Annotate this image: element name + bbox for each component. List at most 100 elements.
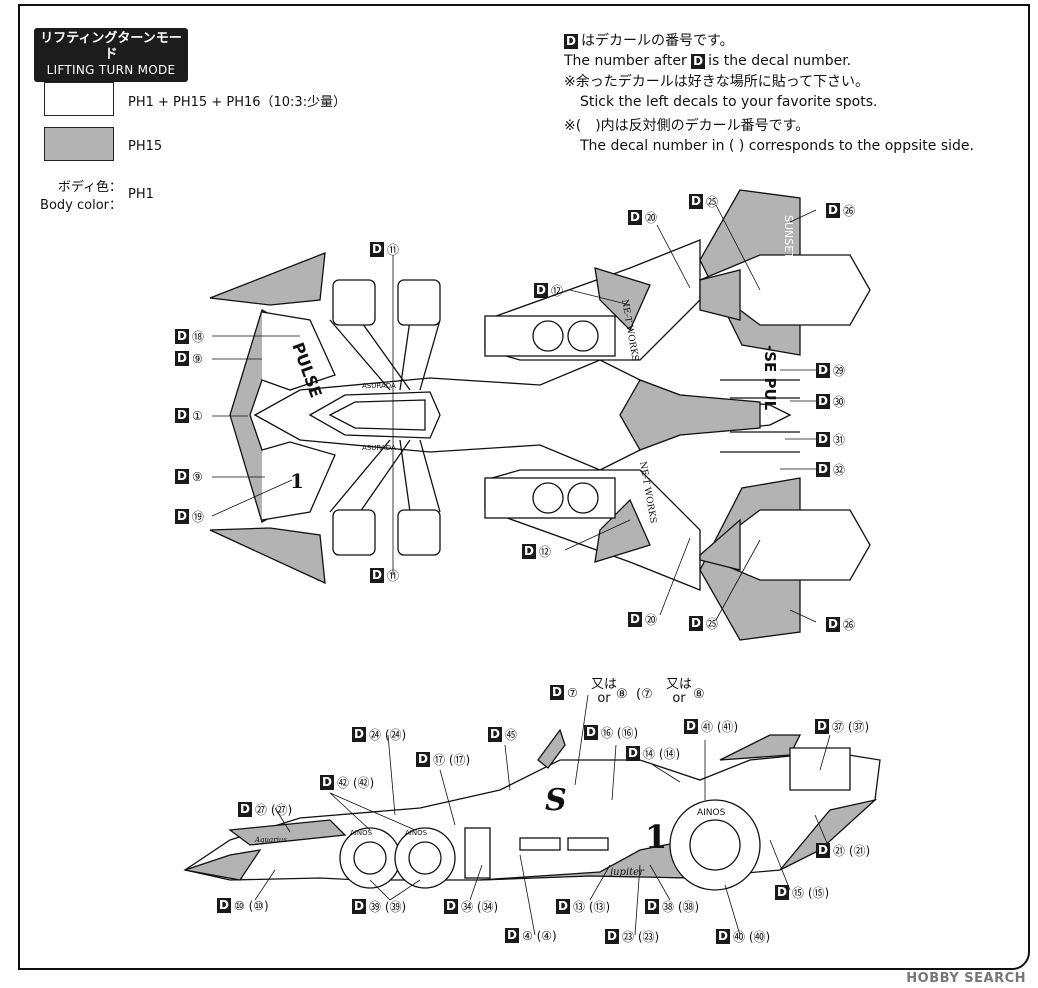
decal-d-icon: D bbox=[689, 194, 703, 209]
osco-text: OSCO bbox=[268, 859, 291, 868]
decal-d-icon: D bbox=[444, 899, 458, 914]
note-en-1a: The number after bbox=[564, 53, 687, 69]
mode-title-en: LIFTING TURN MODE bbox=[46, 63, 176, 77]
engine-upper-gray bbox=[699, 269, 741, 321]
note-en-1b: is the decal number. bbox=[708, 53, 852, 69]
sidepod-upper-gray bbox=[594, 267, 651, 332]
car-number-top: 1 bbox=[290, 469, 304, 493]
wheel-rl-b bbox=[397, 509, 441, 556]
body-color-en: Body color： bbox=[40, 198, 122, 213]
fan-2 bbox=[567, 320, 599, 352]
decal-d-icon: D bbox=[691, 53, 706, 69]
gray-paint-spec: PH15 bbox=[128, 139, 163, 154]
decal-d-icon: D bbox=[238, 802, 252, 817]
decal-d-icon: D bbox=[175, 509, 189, 524]
sidepod-lower-gray bbox=[594, 498, 651, 563]
decal-d-icon: D bbox=[534, 283, 548, 298]
decal-d-icon: D bbox=[488, 727, 502, 742]
jupiter-text: jupiter bbox=[608, 867, 645, 878]
aquarius-text: Aquarius bbox=[254, 836, 287, 844]
nose-upper-fairing bbox=[261, 311, 336, 391]
side-nose-gray bbox=[184, 849, 262, 881]
decal-d-icon: D bbox=[815, 719, 829, 734]
side-wheel-1-hub bbox=[353, 841, 387, 875]
white-paint-swatch bbox=[44, 82, 114, 116]
decal-d-icon: D bbox=[352, 899, 366, 914]
decal-d-icon: D bbox=[584, 725, 598, 740]
s-logo: S bbox=[545, 783, 567, 818]
decal-d-icon: D bbox=[716, 929, 730, 944]
watermark: HOBBY SEARCH bbox=[906, 971, 1026, 986]
side-leaders bbox=[254, 694, 831, 936]
side-front-wing bbox=[228, 819, 347, 846]
fan-1 bbox=[532, 320, 564, 352]
front-arms-lower bbox=[329, 439, 441, 513]
asurada-text-top: ASURADA bbox=[362, 382, 396, 390]
note-line-4: Stick the left decals to your favorite s… bbox=[580, 94, 878, 110]
nose-lower-fairing bbox=[261, 441, 336, 521]
decal-d-icon: D bbox=[175, 469, 189, 484]
body-color-jp: ボディ色： bbox=[57, 180, 122, 195]
note-jp-1: はデカールの番号です。 bbox=[581, 33, 734, 49]
side-vent-1 bbox=[519, 837, 561, 851]
or-note-2-num: ⑧ bbox=[693, 687, 705, 702]
pulse-side-text: -SE PUL bbox=[761, 345, 779, 411]
decal-d-icon: D bbox=[416, 752, 430, 767]
top-leaders bbox=[211, 204, 817, 623]
rear-lines bbox=[720, 379, 800, 453]
decal-d-icon: D bbox=[628, 210, 642, 225]
decal-d-icon: D bbox=[816, 462, 830, 477]
decal-d-icon: D bbox=[826, 203, 840, 218]
decal-d-icon: D bbox=[816, 432, 830, 447]
wheel-fl-a bbox=[332, 279, 376, 326]
body-color-spec: PH1 bbox=[128, 187, 154, 202]
decal-d-icon: D bbox=[628, 612, 642, 627]
ainos-front-1: AINOS bbox=[350, 829, 373, 837]
decal-d-icon: D bbox=[775, 885, 789, 900]
note-line-6: The decal number in ( ) corresponds to t… bbox=[580, 138, 974, 154]
fan-3 bbox=[532, 482, 564, 514]
decal-d-icon: D bbox=[605, 929, 619, 944]
engine-upper bbox=[698, 254, 871, 326]
front-wing-upper bbox=[209, 252, 326, 306]
note-line-3: ※余ったデカールは好きな場所に貼って下さい。 bbox=[564, 74, 870, 90]
body-color-label: ボディ色： Body color： bbox=[28, 179, 122, 215]
side-wheel-2-hub bbox=[408, 841, 442, 875]
mode-title-jp: リフティングターンモード bbox=[40, 31, 182, 62]
engine-lower-gray bbox=[699, 518, 741, 571]
decal-d-icon: D bbox=[217, 898, 231, 913]
front-arms-upper bbox=[329, 319, 441, 391]
decal-d-icon: D bbox=[689, 616, 703, 631]
